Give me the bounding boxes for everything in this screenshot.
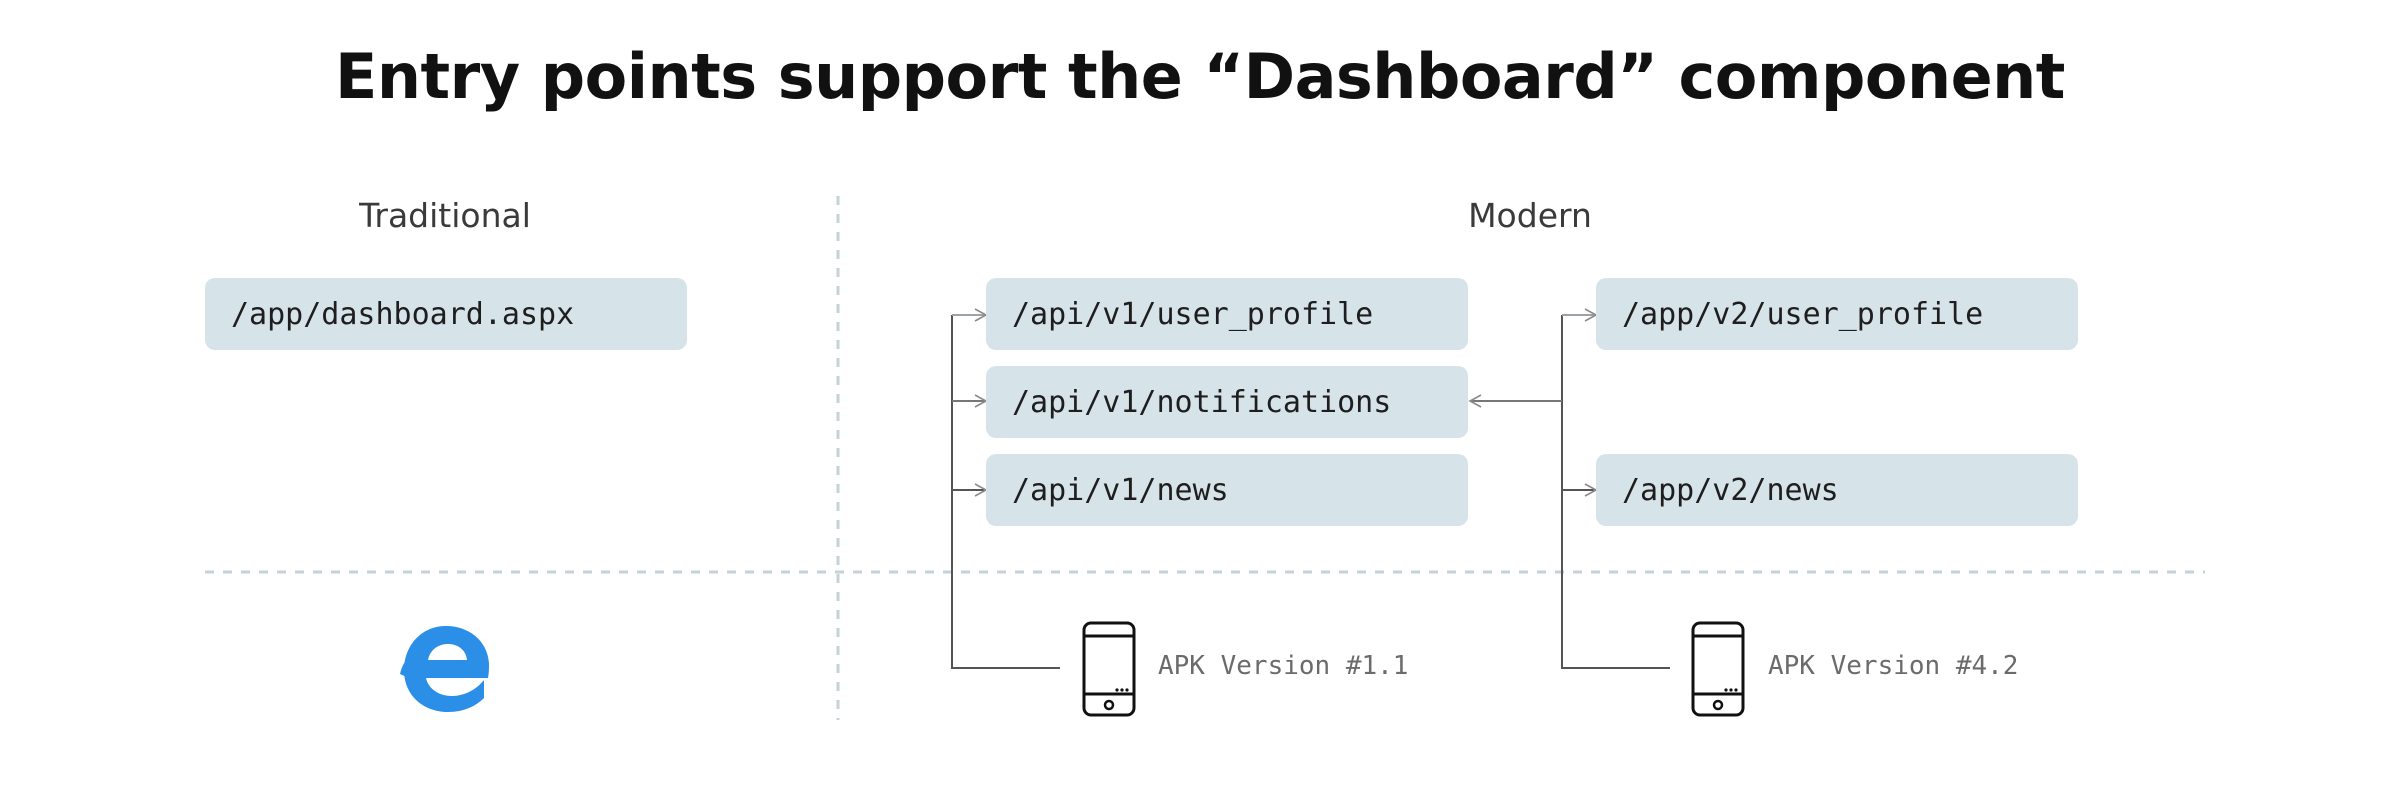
device-label-apk-1-1: APK Version #1.1 — [1158, 651, 1409, 681]
endpoint-dashboard-aspx: /app/dashboard.aspx — [205, 278, 687, 350]
phone-icon — [1691, 621, 1745, 717]
endpoint-v1-user-profile: /api/v1/user_profile — [986, 278, 1468, 350]
endpoint-v2-user-profile: /app/v2/user_profile — [1596, 278, 2078, 350]
device1-trunk — [951, 315, 1060, 669]
device2-trunk — [1561, 315, 1670, 669]
edge-browser-icon — [400, 626, 489, 712]
endpoint-v1-notifications: /api/v1/notifications — [986, 366, 1468, 438]
device-label-apk-4-2: APK Version #4.2 — [1768, 651, 2019, 681]
endpoint-v2-news: /app/v2/news — [1596, 454, 2078, 526]
diagram-title: Entry points support the “Dashboard” com… — [335, 40, 2065, 113]
modern-label: Modern — [1468, 196, 1592, 235]
phone-icon — [1082, 621, 1136, 717]
traditional-label: Traditional — [359, 196, 531, 235]
endpoint-v1-news: /api/v1/news — [986, 454, 1468, 526]
